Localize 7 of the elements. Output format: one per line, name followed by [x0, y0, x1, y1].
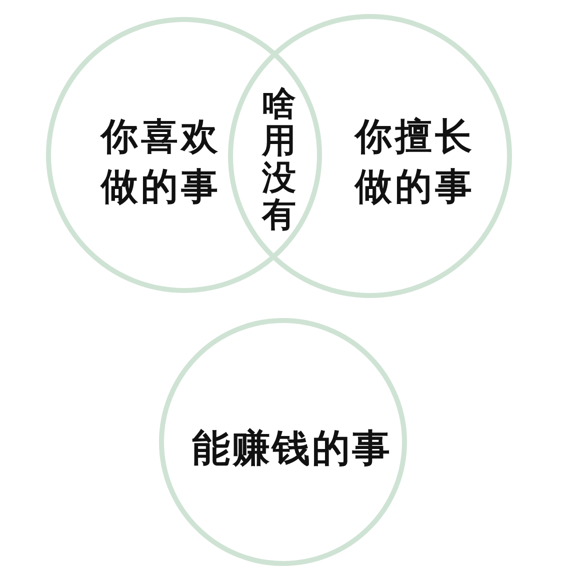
circle-label: 能赚钱的事 [191, 425, 393, 472]
venn-circle [228, 14, 512, 298]
venn-circle [159, 318, 407, 566]
circle-label: 你喜欢做的事 [99, 114, 222, 210]
overlap-label: 啥用没有 [260, 86, 297, 234]
circle-label: 你擅长做的事 [353, 114, 476, 210]
venn-circle [46, 17, 322, 293]
